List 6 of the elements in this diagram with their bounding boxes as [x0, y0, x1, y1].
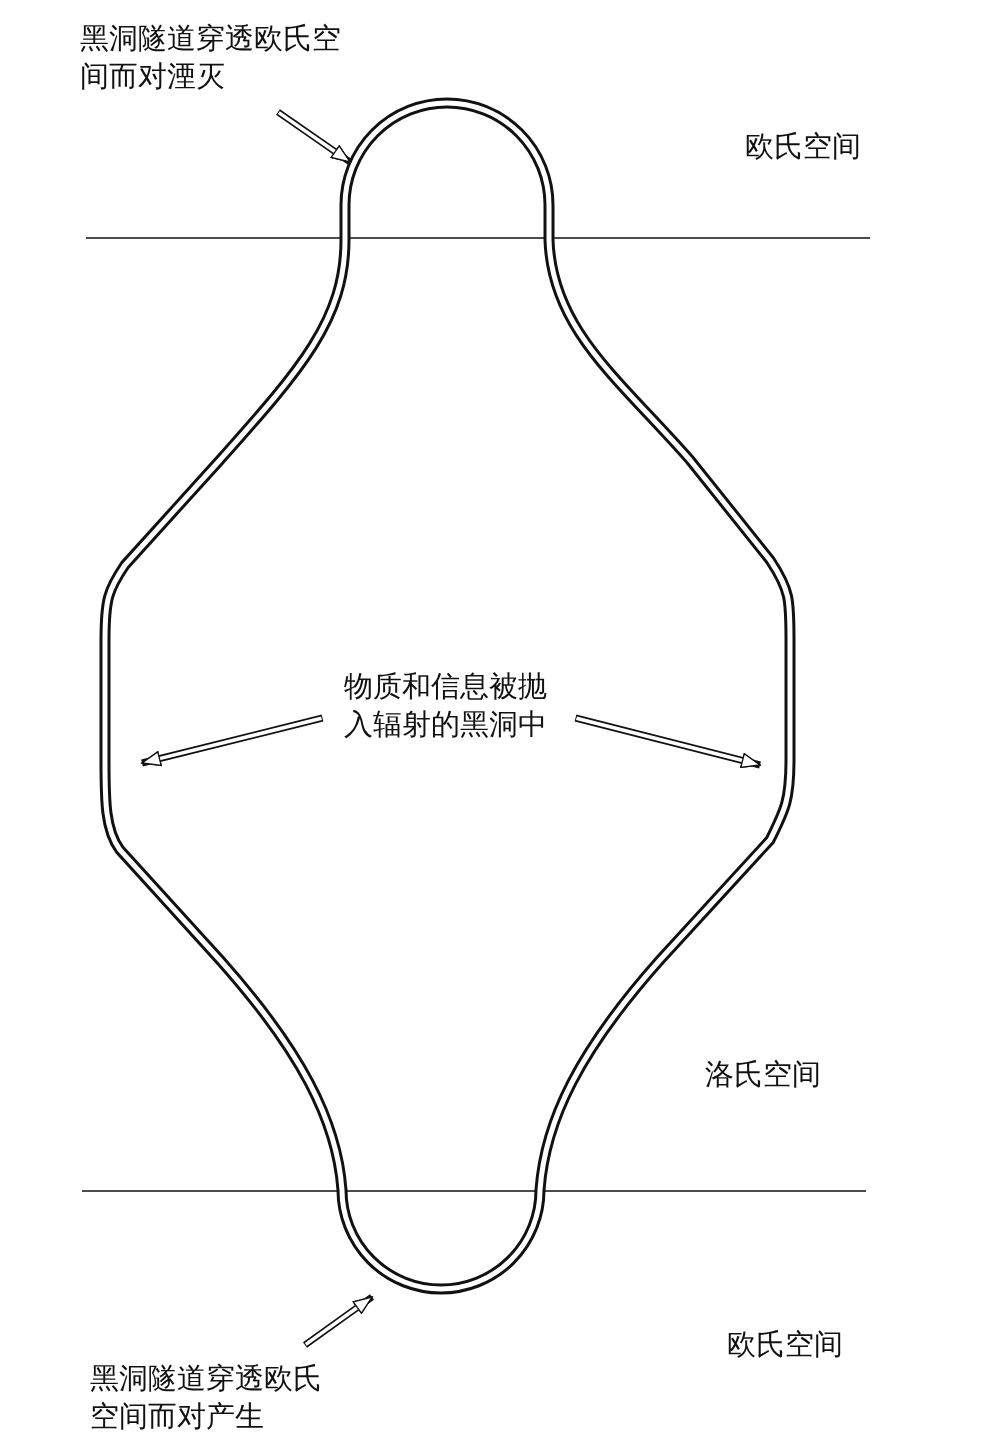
region-label: 欧氏空间 [727, 1326, 843, 1363]
annotation-text: 黑洞隧道穿透欧氏空间而对湮灭 [80, 20, 342, 95]
annotation-text: 黑洞隧道穿透欧氏空间而对产生 [90, 1360, 323, 1435]
annotation-text: 物质和信息被抛入辐射的黑洞中 [343, 668, 548, 743]
region-label: 洛氏空间 [705, 1056, 821, 1093]
region-label: 欧氏空间 [745, 128, 861, 165]
